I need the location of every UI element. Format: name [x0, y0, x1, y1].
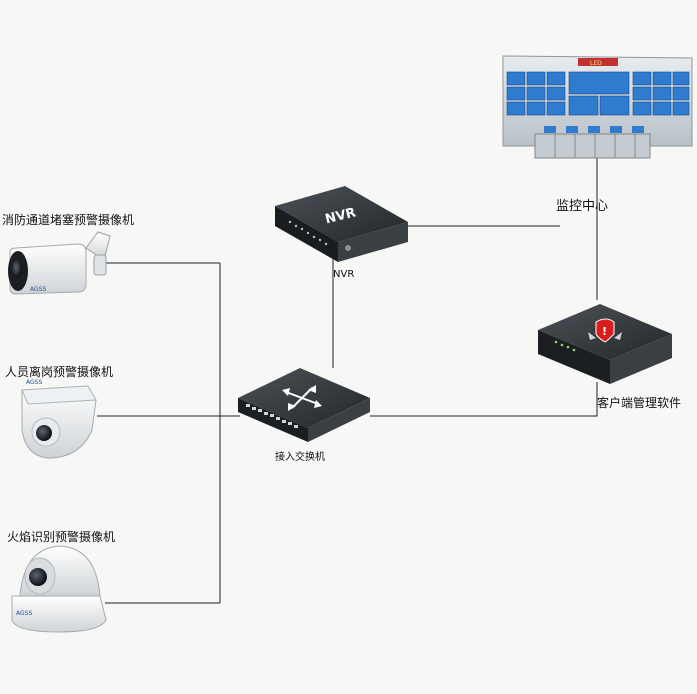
dome-camera-icon: AGSS	[21, 379, 97, 459]
nvr-recorder-icon: NVR	[275, 186, 408, 262]
label-switch-caption: 接入交换机	[275, 452, 325, 463]
video-wall-sign: LED	[590, 60, 602, 67]
bullet-camera-icon: AGSS	[8, 231, 111, 295]
dome-camera-icon-flame: AGSS	[11, 545, 107, 633]
svg-text:!: !	[602, 325, 607, 338]
security-server-icon: !	[538, 304, 672, 384]
line-switch-to-server	[370, 382, 598, 417]
nvr-box-text: NVR	[324, 205, 358, 227]
video-wall-icon: LED	[502, 55, 693, 159]
label-camera-flame: 火焰识别预警摄像机	[7, 530, 116, 544]
label-monitoring-center: 监控中心	[556, 199, 609, 214]
svg-text:AGSS: AGSS	[16, 610, 32, 617]
label-client-software: 客户端管理软件	[597, 396, 682, 410]
network-switch-icon	[238, 368, 370, 442]
connection-lines	[97, 158, 598, 604]
label-camera-fire-passage: 消防通道堵塞预警摄像机	[2, 213, 135, 227]
svg-text:AGSS: AGSS	[26, 379, 42, 386]
label-camera-personnel: 人员离岗预警摄像机	[5, 365, 114, 379]
label-nvr-caption: NVR	[333, 269, 355, 280]
svg-text:AGSS: AGSS	[30, 286, 46, 293]
